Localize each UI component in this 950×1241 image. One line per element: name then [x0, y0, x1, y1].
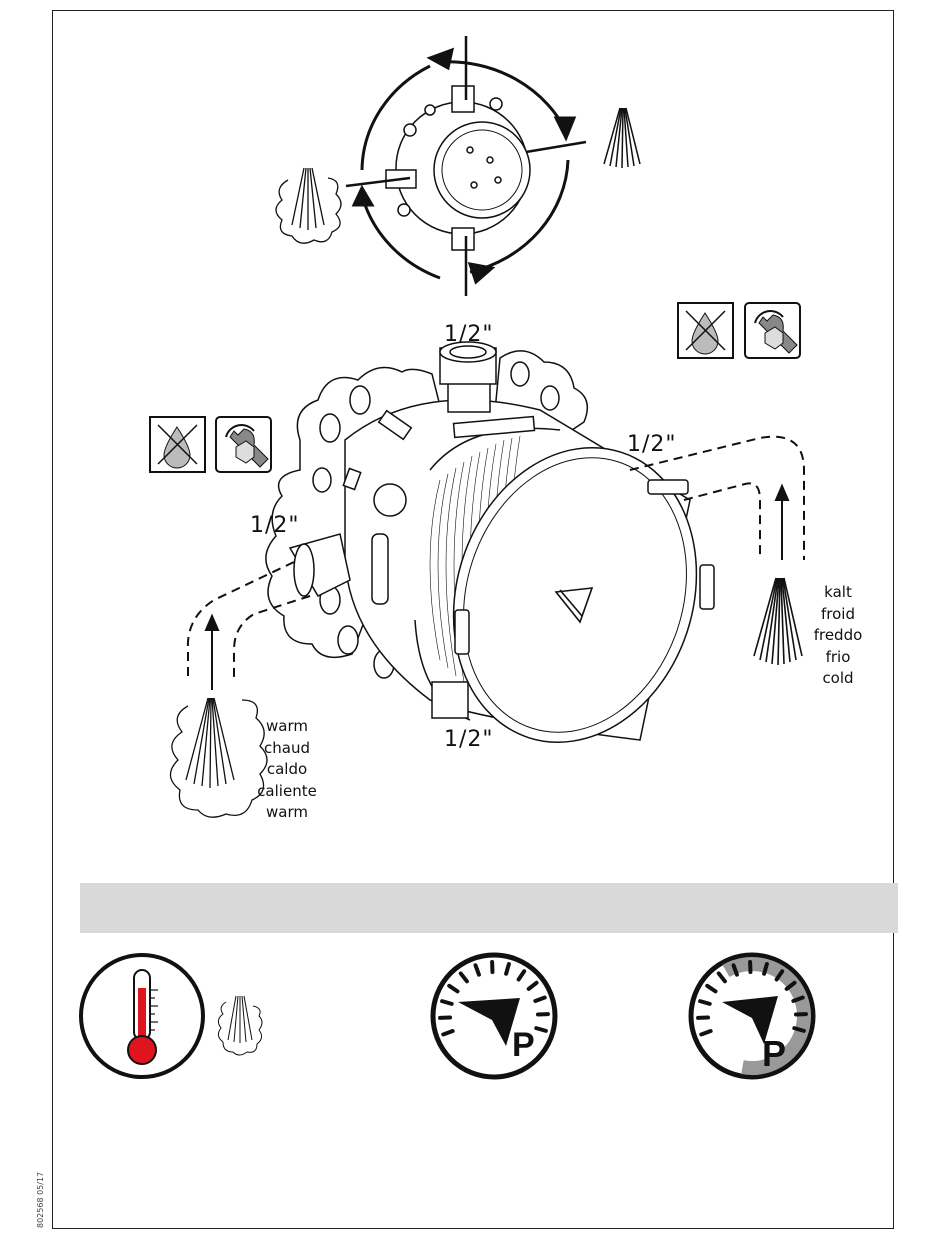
warm-label: caldo	[250, 759, 324, 781]
gauge-tick	[506, 964, 509, 974]
hot-water-spray-icon	[218, 996, 262, 1055]
warm-label: caliente	[250, 781, 324, 803]
valve-body	[266, 342, 734, 774]
cold-water-spray-icon	[604, 108, 640, 168]
cold-label: kalt	[804, 582, 872, 604]
cold-label: freddo	[804, 625, 872, 647]
bottom-outlet-label: 1/2"	[444, 727, 494, 752]
warm-label: chaud	[250, 738, 324, 760]
pressure-gauge-high-icon: P	[681, 945, 823, 1087]
document-code: 802568 05/17	[36, 1172, 45, 1228]
right-inlet-label: 1/2"	[627, 432, 677, 457]
svg-text:P: P	[762, 1033, 786, 1074]
no-water-icon	[150, 417, 205, 472]
cold-label: froid	[804, 604, 872, 626]
gauge-tick	[700, 1001, 710, 1004]
small-valve-body	[346, 36, 586, 296]
section-bar	[80, 883, 898, 933]
cold-label: cold	[804, 668, 872, 690]
gauge-tick	[764, 964, 767, 974]
wrench-icon	[745, 303, 800, 358]
gauge-tick	[794, 1028, 804, 1031]
hot-water-spray-icon	[276, 168, 341, 243]
warm-label: warm	[250, 802, 324, 824]
no-water-icon	[678, 303, 733, 358]
pressure-gauge-low-icon: P	[433, 955, 555, 1077]
gauge-tick	[536, 1028, 546, 1031]
gauge-tick	[442, 1001, 452, 1004]
cold-water-spray-icon	[754, 578, 802, 665]
warm-water-labels: warm chaud caldo caliente warm	[250, 716, 324, 824]
wrench-icon	[216, 417, 271, 472]
cold-label: frio	[804, 647, 872, 669]
cold-water-labels: kalt froid freddo frio cold	[804, 582, 872, 690]
left-inlet-label: 1/2"	[250, 513, 300, 538]
svg-text:P: P	[512, 1026, 535, 1064]
warm-label: warm	[250, 716, 324, 738]
thermometer-icon	[81, 955, 203, 1077]
top-inlet-label: 1/2"	[444, 322, 494, 347]
